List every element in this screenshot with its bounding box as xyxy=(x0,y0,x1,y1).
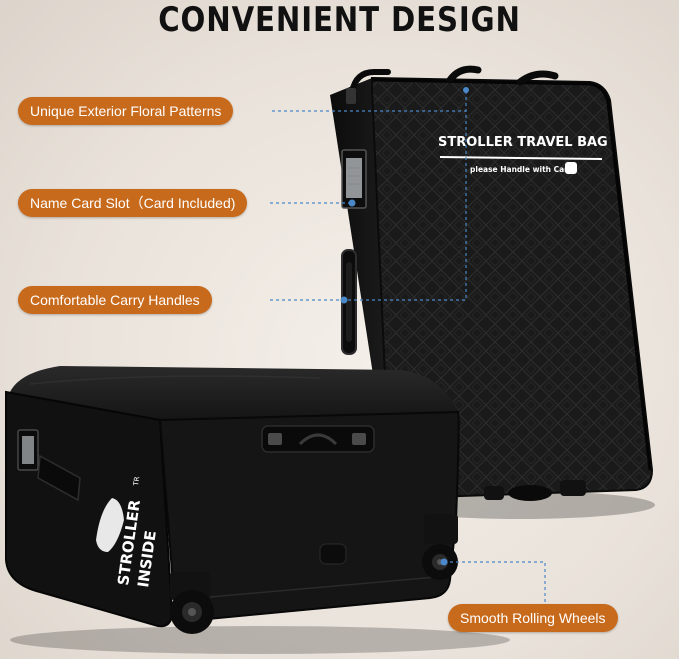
lying-bag-end-panel xyxy=(5,390,174,628)
stroller-inside-logo xyxy=(96,498,124,552)
lying-bag-name-card-slot xyxy=(17,429,39,471)
leader-dot-handles xyxy=(340,296,348,304)
leader-dots xyxy=(340,87,469,566)
leader-line-handles xyxy=(270,90,467,301)
callout-rolling-wheels: Smooth Rolling Wheels xyxy=(448,604,618,632)
upright-bag-wheels xyxy=(484,480,586,501)
top-handle-right xyxy=(516,70,559,86)
name-card-slot xyxy=(341,149,367,209)
lying-bag-wheel-right xyxy=(422,514,458,580)
lying-bag: STROLLER INSIDE TR xyxy=(5,366,510,654)
bag-subline: please Handle with Care xyxy=(470,165,573,174)
lying-bag-top xyxy=(10,366,458,420)
lying-bag-shadow xyxy=(10,626,510,654)
lying-bag-grab-handle xyxy=(261,425,375,453)
callout-carry-handles: Comfortable Carry Handles xyxy=(18,286,212,314)
leader-dot-name-card xyxy=(348,199,356,207)
bag-headline: STROLLER TRAVEL BAG xyxy=(438,135,608,150)
lying-bag-wheel-left xyxy=(170,572,214,634)
upright-bag-piping xyxy=(371,78,652,471)
page-title: CONVENIENT DESIGN xyxy=(158,0,521,40)
leader-dot-floral xyxy=(463,87,469,93)
callout-name-card-slot: Name Card Slot（Card Included) xyxy=(18,189,248,217)
lying-bag-foot xyxy=(319,543,347,565)
top-handle-middle xyxy=(446,65,482,84)
lying-bag-end-handle xyxy=(37,454,81,502)
bag-care-icon xyxy=(565,162,577,174)
bag-print-line xyxy=(439,156,603,160)
leader-dot-wheels xyxy=(440,558,448,566)
side-carry-handle xyxy=(341,249,357,355)
callout-floral-patterns: Unique Exterior Floral Patterns xyxy=(18,97,234,125)
stroller-logo-mark xyxy=(96,498,124,552)
zipper-pull xyxy=(346,88,356,104)
bag-side-text-small: TR xyxy=(132,476,141,487)
